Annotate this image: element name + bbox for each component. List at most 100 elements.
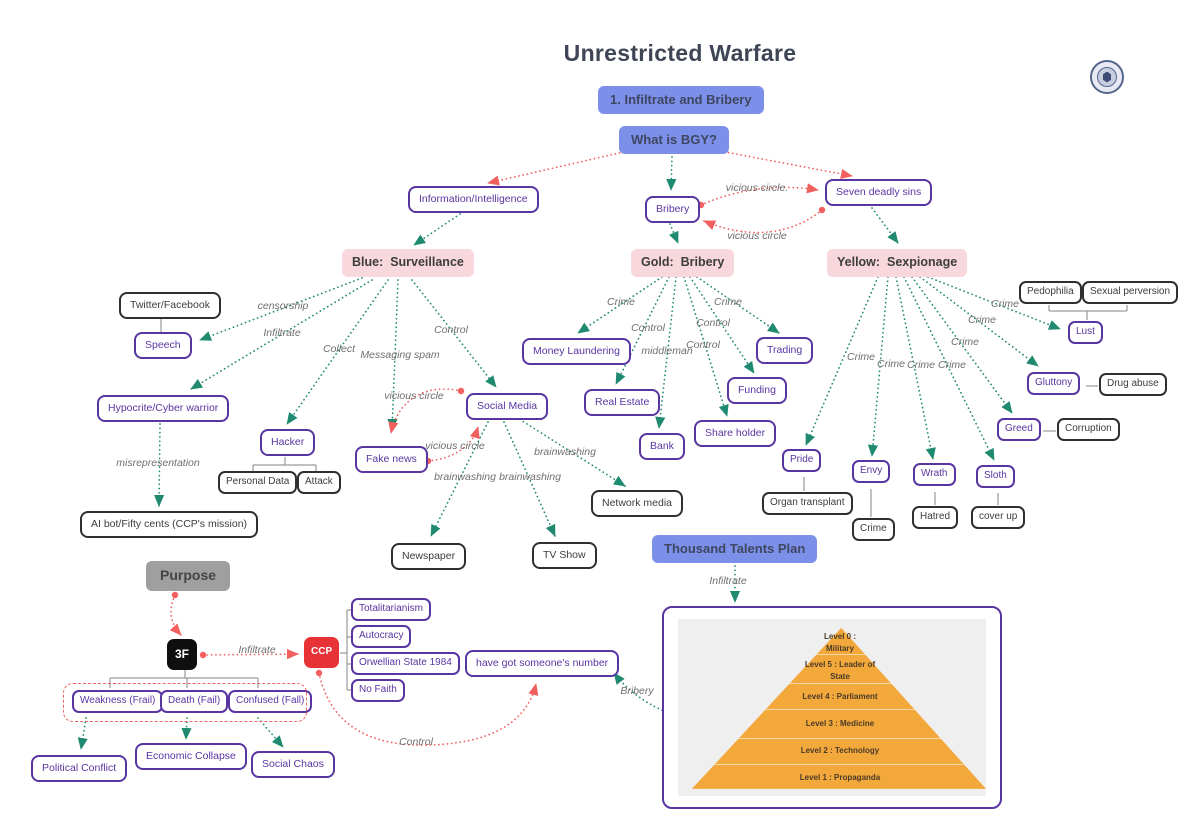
- node-funding[interactable]: Funding: [727, 377, 787, 405]
- node-twitter-facebook[interactable]: Twitter/Facebook: [119, 292, 221, 320]
- node-3f[interactable]: 3F: [167, 639, 198, 670]
- node-purpose[interactable]: Purpose: [146, 561, 231, 591]
- node-bribery[interactable]: Bribery: [645, 196, 701, 224]
- edge-yellow-wrath: [895, 276, 936, 460]
- node-orwellian-state[interactable]: Orwellian State 1984: [351, 652, 460, 675]
- edge-gold-shareholder: [683, 276, 729, 417]
- node-hatred[interactable]: Hatred: [912, 506, 959, 529]
- edge-label-brainwashing-1: brainwashing: [434, 471, 496, 483]
- page-title: Unrestricted Warfare: [563, 40, 797, 66]
- node-attack[interactable]: Attack: [297, 471, 341, 494]
- node-gold-bribery[interactable]: Gold: Bribery: [631, 249, 735, 277]
- node-hacker[interactable]: Hacker: [260, 429, 316, 457]
- green-edges: [77, 156, 1061, 750]
- edge-gold-trading: [696, 276, 780, 334]
- edge-bgy-info: [487, 150, 629, 186]
- edge-label-crime-y1: Crime: [847, 351, 875, 363]
- edge-label-control-gold-2: Control: [686, 339, 720, 351]
- node-seven-deadly-sins[interactable]: Seven deadly sins: [825, 179, 933, 207]
- node-ai-bot[interactable]: AI bot/Fifty cents (CCP's mission): [80, 511, 259, 539]
- node-hypocrite-cyber-warrior[interactable]: Hypocrite/Cyber warrior: [97, 395, 230, 423]
- edge-label-crime-y5: Crime: [951, 336, 979, 348]
- node-envy[interactable]: Envy: [852, 460, 891, 483]
- node-speech[interactable]: Speech: [134, 332, 192, 360]
- node-cover-up[interactable]: cover up: [971, 506, 1026, 529]
- org-seal-icon: [1090, 60, 1124, 94]
- edge-label-vicious-sm-2: vicious circle: [425, 440, 485, 452]
- pyramid-level-5: Level 5 : Leader of State: [804, 660, 878, 681]
- pyramid-frame[interactable]: Level 0 : Military Level 5 : Leader of S…: [662, 606, 1002, 809]
- node-corruption[interactable]: Corruption: [1057, 418, 1120, 441]
- node-organ-transplant[interactable]: Organ transplant: [762, 492, 853, 515]
- edge-label-crime-y4: Crime: [938, 359, 966, 371]
- node-wrath[interactable]: Wrath: [913, 463, 956, 486]
- edge-label-middleman: middleman: [641, 345, 693, 357]
- node-tv-show[interactable]: TV Show: [532, 542, 597, 570]
- edge-ccp-havegot: [318, 672, 539, 746]
- node-political-conflict[interactable]: Political Conflict: [31, 755, 128, 783]
- edge-yellow-pride: [805, 276, 879, 446]
- node-confused-fall[interactable]: Confused (Fall): [228, 690, 313, 713]
- edge-label-bribery: Bribery: [620, 685, 654, 697]
- node-lust[interactable]: Lust: [1068, 321, 1103, 344]
- edge-label-control-1: Control: [434, 324, 468, 336]
- node-share-holder[interactable]: Share holder: [694, 420, 777, 448]
- edge-bribery-gold: [669, 223, 679, 244]
- node-bank[interactable]: Bank: [639, 433, 685, 461]
- node-fake-news[interactable]: Fake news: [355, 446, 428, 474]
- node-blue-surveillance[interactable]: Blue: Surveillance: [342, 249, 474, 277]
- node-information-intelligence[interactable]: Information/Intelligence: [408, 186, 539, 214]
- conn-hacker-children: [252, 457, 317, 471]
- pyramid-background: Level 0 : Military Level 5 : Leader of S…: [678, 619, 986, 796]
- node-trading[interactable]: Trading: [756, 337, 814, 365]
- edge-label-control-gold-3: Control: [696, 317, 730, 329]
- edge-label-brainwashing-3: brainwashing: [534, 446, 596, 458]
- edge-label-messaging-spam: Messaging spam: [360, 349, 440, 361]
- edge-label-control-gold-1: Control: [631, 322, 665, 334]
- edge-label-crime-gold-1: Crime: [607, 296, 635, 308]
- node-yellow-sexpionage[interactable]: Yellow: Sexpionage: [827, 249, 968, 277]
- node-real-estate[interactable]: Real Estate: [584, 389, 661, 417]
- node-totalitarianism[interactable]: Totalitarianism: [351, 598, 431, 621]
- node-crime-under-envy[interactable]: Crime: [852, 518, 895, 541]
- node-money-laundering[interactable]: Money Laundering: [522, 338, 631, 366]
- node-autocracy[interactable]: Autocracy: [351, 625, 412, 648]
- edge-surv-hypocrite: [190, 279, 373, 390]
- node-pride[interactable]: Pride: [782, 449, 822, 472]
- node-what-is-bgy[interactable]: What is BGY?: [619, 126, 729, 155]
- node-thousand-talents-plan[interactable]: Thousand Talents Plan: [652, 535, 818, 564]
- pyramid-separator: [691, 654, 986, 655]
- node-death-fail[interactable]: Death (Fail): [160, 690, 229, 713]
- pyramid-level-0: Level 0 : Military: [823, 632, 859, 653]
- edge-info-surveillance: [413, 213, 461, 246]
- edge-gold-realestate: [615, 276, 670, 385]
- node-greed[interactable]: Greed: [997, 418, 1041, 441]
- edge-label-infiltrate-2: Infiltrate: [238, 644, 276, 656]
- pyramid-level-3: Level 3 : Medicine: [805, 719, 875, 728]
- node-sloth[interactable]: Sloth: [976, 465, 1015, 488]
- node-social-media[interactable]: Social Media: [466, 393, 549, 421]
- edge-sm-tvshow: [503, 421, 556, 537]
- edge-yellow-envy: [867, 276, 889, 457]
- node-sexual-perversion[interactable]: Sexual perversion: [1082, 281, 1179, 304]
- node-network-media[interactable]: Network media: [591, 490, 684, 518]
- node-weakness-frail[interactable]: Weakness (Frail): [72, 690, 164, 713]
- edge-gold-moneylaundering: [577, 276, 663, 334]
- node-gluttony[interactable]: Gluttony: [1027, 372, 1081, 395]
- node-have-got-number[interactable]: have got someone's number: [465, 650, 620, 678]
- node-pedophilia[interactable]: Pedophilia: [1019, 281, 1082, 304]
- edge-sm-fakenews-vicious: [388, 388, 462, 434]
- edge-surv-hacker: [286, 279, 389, 425]
- node-ccp[interactable]: CCP: [304, 637, 340, 668]
- node-drug-abuse[interactable]: Drug abuse: [1099, 373, 1167, 396]
- edge-yellow-sloth: [903, 276, 995, 461]
- edge-label-vicious-bottom: vicious circle: [727, 230, 787, 242]
- node-personal-data[interactable]: Personal Data: [218, 471, 298, 494]
- node-economic-collapse[interactable]: Economic Collapse: [135, 743, 247, 771]
- edge-gold-bank: [655, 276, 677, 429]
- node-infiltrate-and-bribery[interactable]: 1. Infiltrate and Bribery: [598, 86, 764, 115]
- node-newspaper[interactable]: Newspaper: [391, 543, 467, 571]
- node-no-faith[interactable]: No Faith: [351, 679, 405, 702]
- pyramid-separator: [691, 764, 986, 765]
- node-social-chaos[interactable]: Social Chaos: [251, 751, 335, 779]
